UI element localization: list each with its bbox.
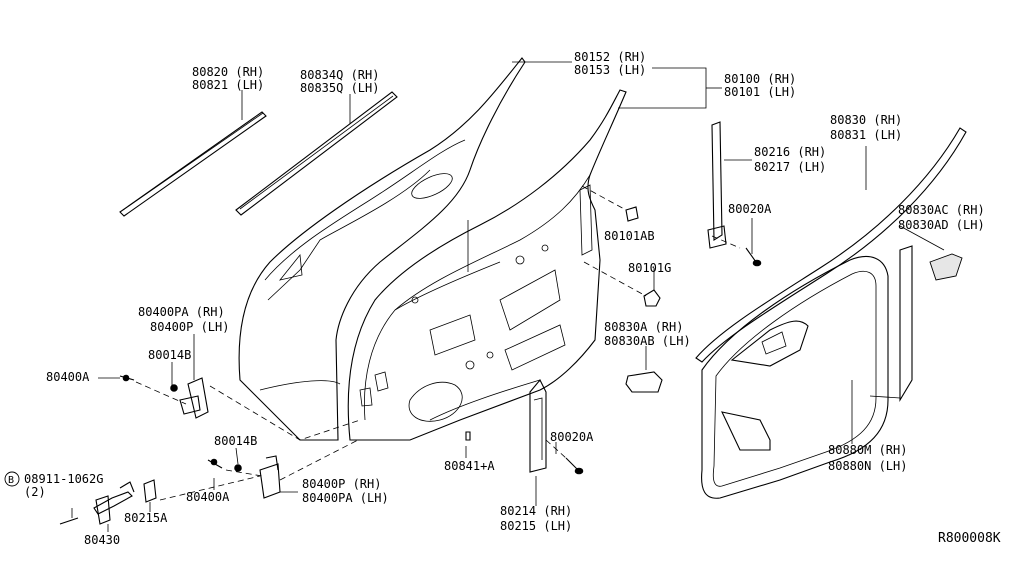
label-80400pa-lh: 80400PA (LH) <box>302 491 389 505</box>
striker-80214 <box>529 379 547 473</box>
label-80400p-lh: 80400P (LH) <box>150 320 229 334</box>
label-80400pa-rh: 80400PA (RH) <box>138 305 225 319</box>
assembly-dashed-lines <box>135 185 741 501</box>
sash-80216 <box>707 121 727 249</box>
label-80830ac: 80830AC (RH) <box>898 203 985 217</box>
diagram-id: R800008K <box>938 531 1001 546</box>
label-80216: 80216 (RH) <box>754 145 826 159</box>
screw-80020a-bottom <box>565 457 584 475</box>
door-check-80430 <box>59 479 157 525</box>
upper-hinge-80400pa <box>119 374 209 419</box>
body-weatherstrip-80880m <box>701 245 913 499</box>
label-80880m: 80880M (RH) <box>828 443 907 457</box>
label-80152: 80152 (RH) <box>574 50 646 64</box>
callout-labels: 80820 (RH) 80821 (LH) 80834Q (RH) 80835Q… <box>4 50 1001 547</box>
label-80020a-bottom: 80020A <box>550 430 594 444</box>
belt-weatherstrip-80834q <box>235 91 398 216</box>
door-assembly-80100 <box>347 89 627 441</box>
label-80215a: 80215A <box>124 511 168 525</box>
label-80100: 80100 (RH) <box>724 72 796 86</box>
part-80841a <box>465 431 471 441</box>
label-80820: 80820 (RH) <box>192 65 264 79</box>
label-80830ab: 80830AB (LH) <box>604 334 691 348</box>
label-80217: 80217 (LH) <box>754 160 826 174</box>
label-80101ab: 80101AB <box>604 229 655 243</box>
label-80101: 80101 (LH) <box>724 85 796 99</box>
label-80841a: 80841+A <box>444 459 495 473</box>
label-80400p-rh: 80400P (RH) <box>302 477 381 491</box>
label-80830ad: 80830AD (LH) <box>898 218 985 232</box>
label-80215: 80215 (LH) <box>500 519 572 533</box>
label-80020a-top: 80020A <box>728 202 772 216</box>
label-80880n: 80880N (LH) <box>828 459 907 473</box>
label-80014b-top: 80014B <box>148 348 191 362</box>
label-80430: 80430 <box>84 533 120 547</box>
label-80821: 80821 (LH) <box>192 78 264 92</box>
leader-lines <box>71 61 945 532</box>
label-80834q: 80834Q (RH) <box>300 68 379 82</box>
grommet-80101g <box>643 289 661 307</box>
label-08911-qty: (2) <box>24 485 46 499</box>
label-80214: 80214 (RH) <box>500 504 572 518</box>
label-08911: 08911-1062G <box>24 472 103 486</box>
screw-80020a-top <box>745 247 762 267</box>
bolt-symbol-letter: B <box>8 475 14 486</box>
plug-80101ab <box>625 206 639 222</box>
label-80400a-top: 80400A <box>46 370 90 384</box>
label-80400a-bottom: 80400A <box>186 490 230 504</box>
label-80014b-bottom: 80014B <box>214 434 257 448</box>
weatherstrip-80830 <box>695 127 967 363</box>
label-80153: 80153 (LH) <box>574 63 646 77</box>
label-80831: 80831 (LH) <box>830 128 902 142</box>
seal-80830a <box>625 371 663 393</box>
outer-moulding-strip-80820 <box>119 111 267 217</box>
clip-80830ac <box>929 253 963 281</box>
label-80830a: 80830A (RH) <box>604 320 683 334</box>
label-80835q: 80835Q (LH) <box>300 81 379 95</box>
bolt-symbol-circle <box>4 471 20 487</box>
label-80830: 80830 (RH) <box>830 113 902 127</box>
outer-door-panel-80152 <box>238 57 526 441</box>
label-80101g: 80101G <box>628 261 671 275</box>
